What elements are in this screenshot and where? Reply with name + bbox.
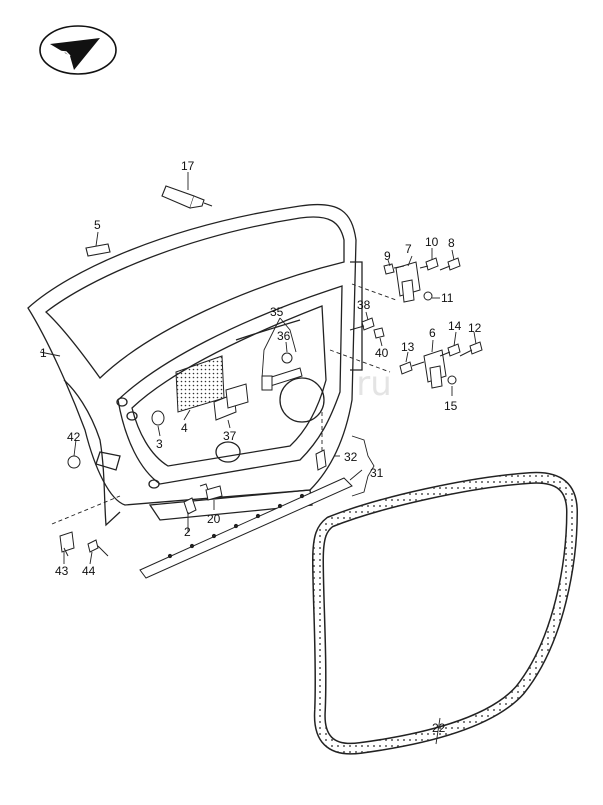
callout-8: 8 bbox=[448, 236, 455, 250]
callout-14: 14 bbox=[448, 319, 462, 333]
callout-44: 44 bbox=[82, 564, 96, 578]
callout-12: 12 bbox=[468, 321, 482, 335]
callout-35: 35 bbox=[270, 305, 284, 319]
callout-43: 43 bbox=[55, 564, 69, 578]
lower-brackets bbox=[59, 531, 109, 557]
callout-10: 10 bbox=[425, 235, 439, 249]
callout-2: 2 bbox=[184, 525, 191, 539]
door-check-strap bbox=[261, 352, 303, 391]
callout-13: 13 bbox=[401, 340, 415, 354]
door-hinges bbox=[395, 261, 457, 389]
sill-trim-strip bbox=[139, 477, 353, 579]
arrow-emblem-icon bbox=[39, 25, 117, 75]
door-shell bbox=[27, 203, 363, 527]
callout-11: 11 bbox=[441, 291, 454, 305]
door-seal bbox=[311, 471, 579, 755]
callout-3: 3 bbox=[156, 437, 163, 451]
control-unit bbox=[213, 383, 249, 421]
callout-20: 20 bbox=[207, 512, 221, 526]
callout-42: 42 bbox=[67, 430, 81, 444]
fasteners bbox=[67, 410, 327, 515]
callout-4: 4 bbox=[181, 421, 188, 435]
callout-32: 32 bbox=[344, 450, 358, 464]
callout-5: 5 bbox=[94, 218, 101, 232]
hinge-bolts bbox=[349, 257, 483, 375]
callout-9: 9 bbox=[384, 249, 391, 263]
label-plate bbox=[85, 243, 111, 257]
callout-22: 22 bbox=[432, 721, 446, 735]
leader-lines bbox=[39, 172, 477, 745]
callout-40: 40 bbox=[375, 346, 389, 360]
callout-36: 36 bbox=[277, 329, 291, 343]
sealant-tube bbox=[161, 185, 213, 209]
callout-38: 38 bbox=[357, 298, 371, 312]
callout-17: 17 bbox=[181, 159, 195, 173]
callout-37: 37 bbox=[223, 429, 237, 443]
callout-6: 6 bbox=[429, 326, 436, 340]
callout-1: 1 bbox=[40, 346, 47, 360]
callout-15: 15 bbox=[444, 399, 458, 413]
callout-7: 7 bbox=[405, 242, 412, 256]
callout-labels: 1 2 3 4 5 6 7 8 9 10 11 12 13 14 15 17 2… bbox=[40, 159, 482, 735]
callout-31: 31 bbox=[370, 466, 384, 480]
